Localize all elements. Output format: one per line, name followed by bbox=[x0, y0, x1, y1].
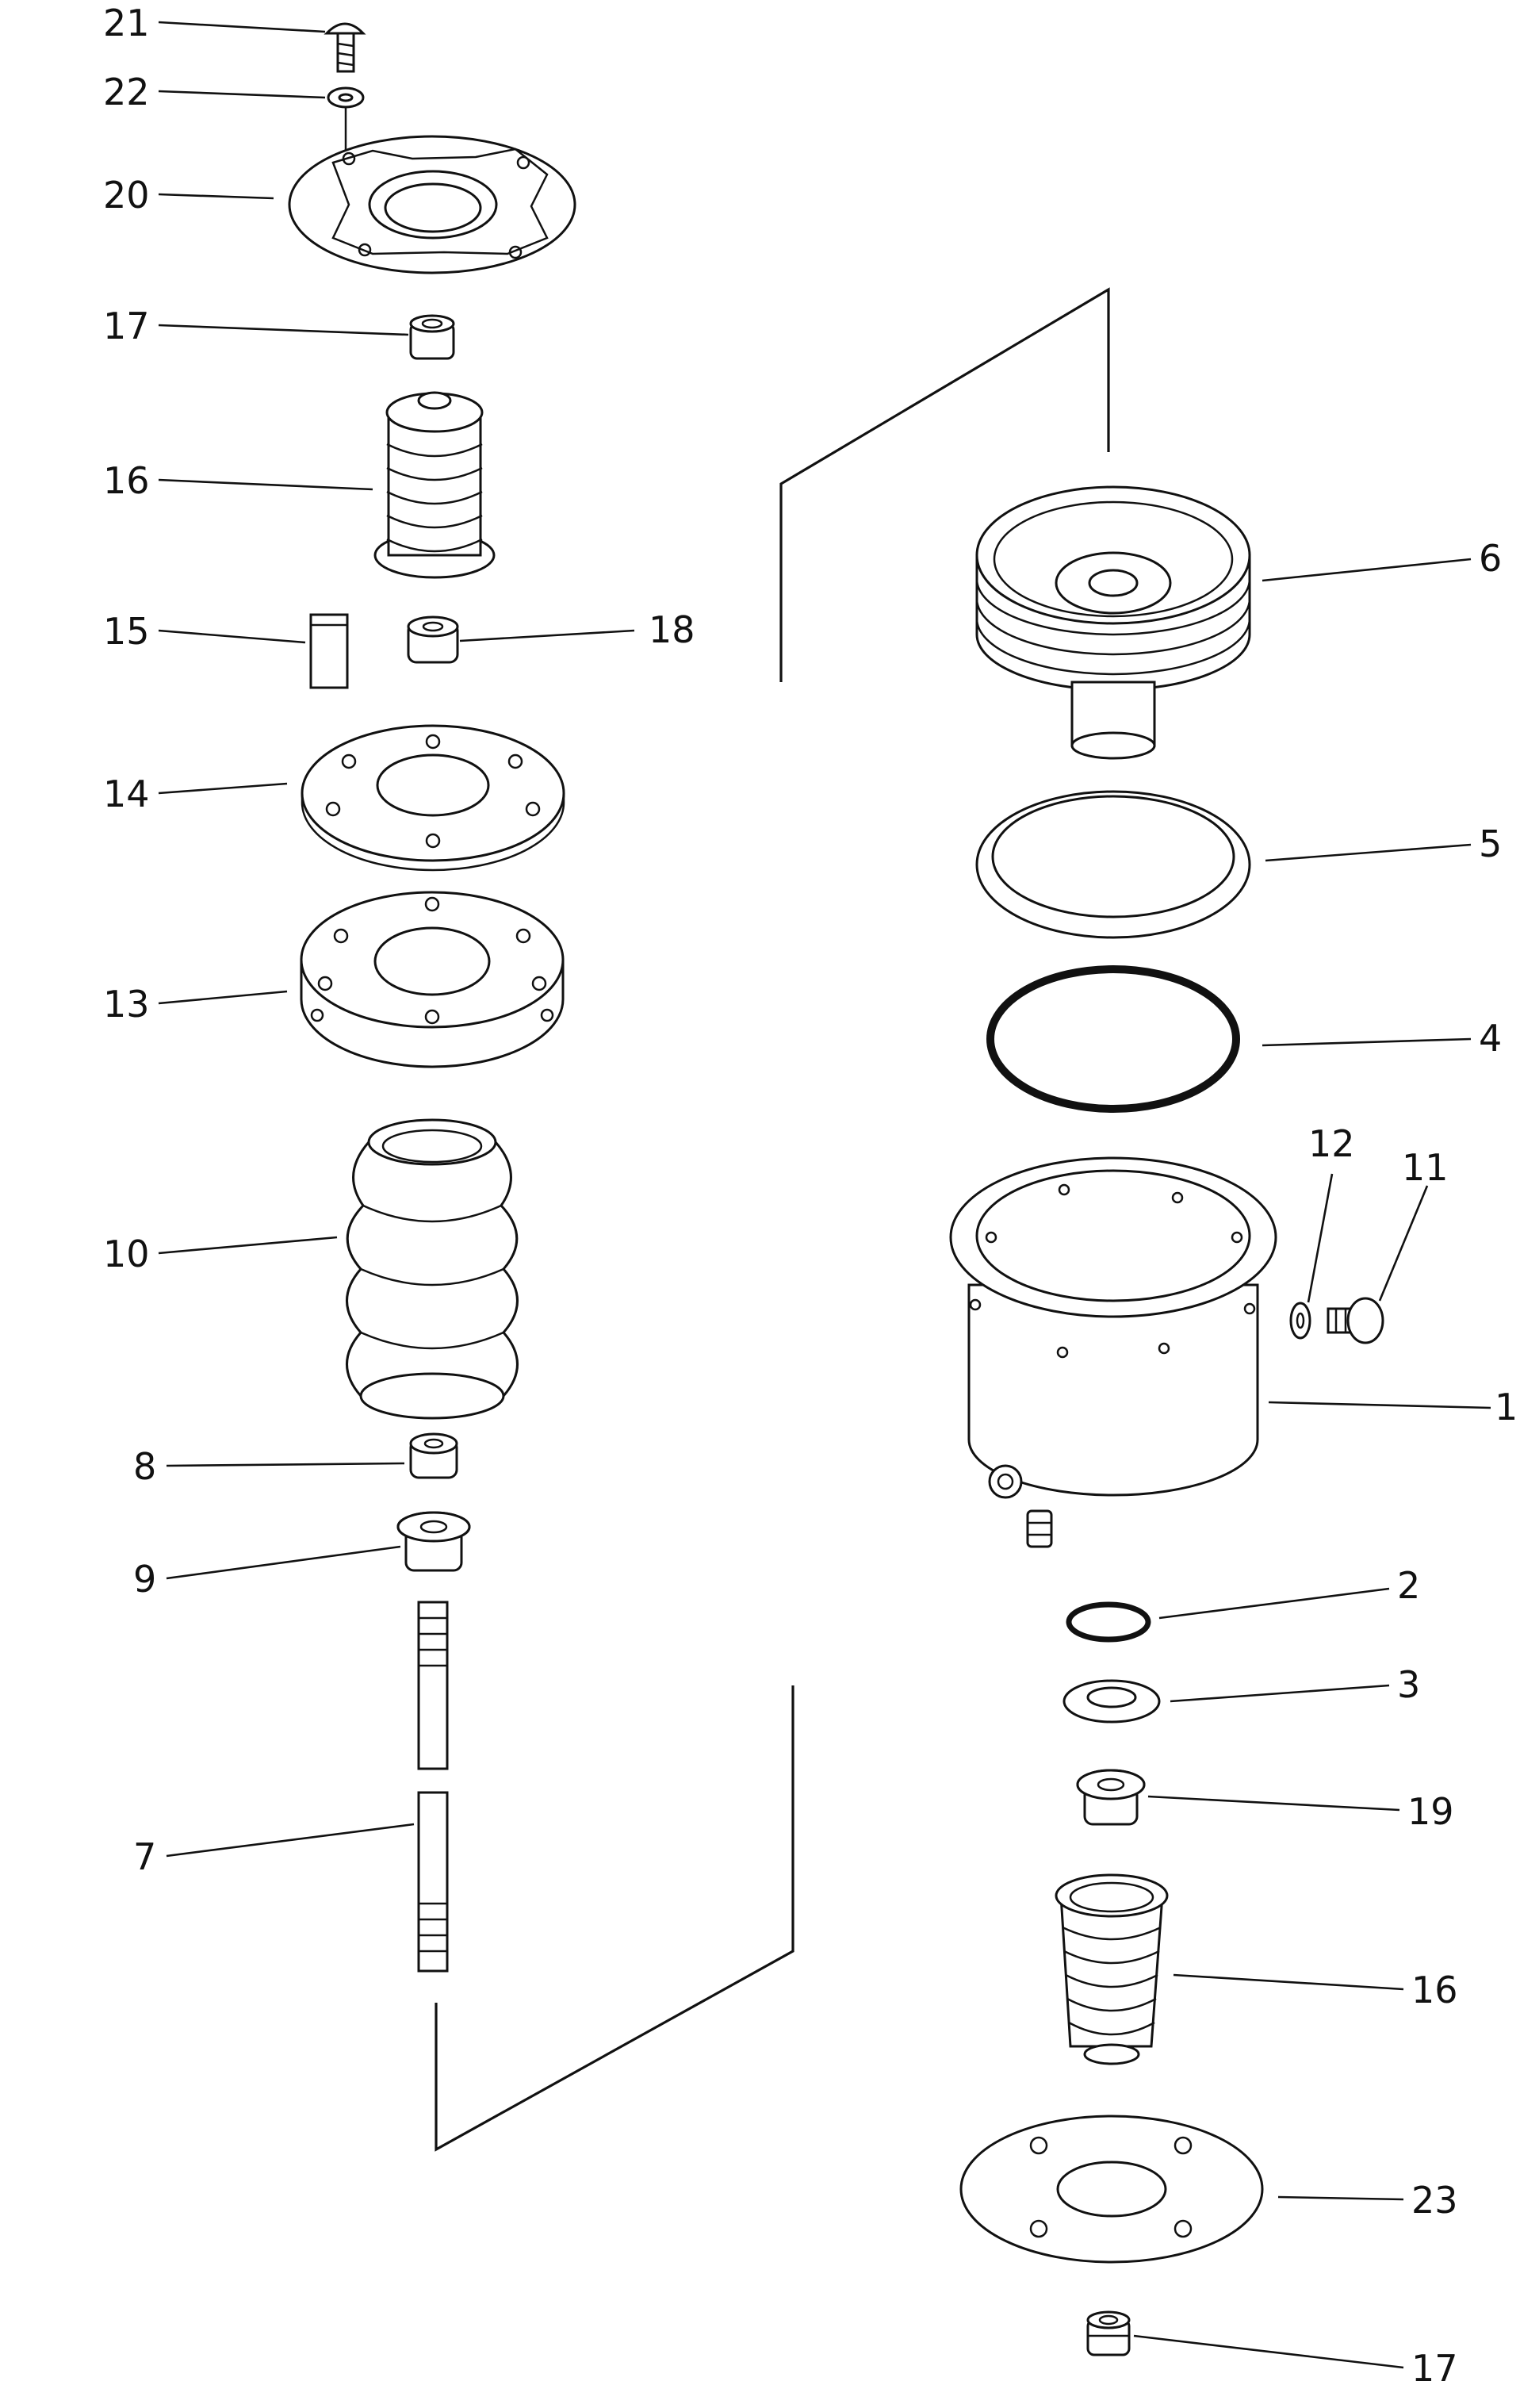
label-16-top: 16 bbox=[103, 459, 150, 502]
label-5: 5 bbox=[1479, 822, 1502, 865]
label-4: 4 bbox=[1479, 1017, 1502, 1060]
part-14-plate bbox=[301, 724, 565, 872]
part-5-backup-ring bbox=[975, 790, 1251, 939]
part-21-screw bbox=[324, 22, 366, 73]
part-11-plug bbox=[1327, 1297, 1384, 1344]
label-9: 9 bbox=[133, 1558, 156, 1601]
label-14: 14 bbox=[103, 773, 150, 815]
part-13-thick-flange bbox=[300, 891, 565, 1068]
part-19-flange-nut bbox=[1076, 1769, 1146, 1826]
label-11: 11 bbox=[1402, 1146, 1449, 1189]
part-1-cylinder-body bbox=[949, 1156, 1277, 1548]
label-19: 19 bbox=[1407, 1790, 1454, 1833]
part-18-nut bbox=[407, 615, 459, 664]
label-2: 2 bbox=[1397, 1564, 1420, 1607]
part-15-key bbox=[309, 613, 349, 689]
label-1: 1 bbox=[1495, 1386, 1518, 1428]
part-10-bellows-boot bbox=[346, 1118, 519, 1420]
label-17-bottom: 17 bbox=[1411, 2347, 1458, 2390]
label-12: 12 bbox=[1308, 1122, 1355, 1165]
part-17-bushing-top bbox=[409, 314, 455, 360]
label-21: 21 bbox=[103, 2, 150, 44]
label-20: 20 bbox=[103, 174, 150, 217]
label-6: 6 bbox=[1479, 537, 1502, 580]
part-labels: 21 22 20 17 16 15 18 14 13 10 8 9 7 6 5 … bbox=[103, 2, 1518, 2390]
part-3-washer bbox=[1062, 1679, 1161, 1724]
label-3: 3 bbox=[1397, 1663, 1420, 1706]
part-22-washer bbox=[327, 86, 365, 151]
part-4-o-ring bbox=[986, 965, 1240, 1113]
part-7-stud bbox=[417, 1601, 449, 1973]
part-8-nut bbox=[409, 1432, 458, 1479]
part-23-gasket bbox=[959, 2115, 1264, 2264]
label-15: 15 bbox=[103, 610, 150, 653]
label-17-top: 17 bbox=[103, 305, 150, 347]
label-22: 22 bbox=[103, 71, 150, 113]
label-18: 18 bbox=[649, 608, 695, 651]
label-16-bottom: 16 bbox=[1411, 1969, 1458, 2011]
label-13: 13 bbox=[103, 983, 150, 1026]
part-9-flange-nut bbox=[396, 1511, 471, 1572]
label-23: 23 bbox=[1411, 2179, 1458, 2222]
part-12-washer bbox=[1289, 1302, 1311, 1340]
label-10: 10 bbox=[103, 1233, 150, 1275]
assembly-bracket-lines bbox=[435, 287, 1110, 2152]
label-7: 7 bbox=[133, 1835, 156, 1878]
part-16-spring-bottom bbox=[1055, 1873, 1169, 2065]
part-20-cover-plate bbox=[288, 135, 576, 274]
part-17-bushing-bottom bbox=[1086, 2310, 1131, 2356]
part-16-spring-top bbox=[373, 391, 496, 579]
part-6-piston bbox=[975, 485, 1251, 760]
part-2-small-o-ring bbox=[1066, 1601, 1151, 1643]
label-8: 8 bbox=[133, 1445, 156, 1488]
leader-lines bbox=[158, 21, 1491, 2369]
